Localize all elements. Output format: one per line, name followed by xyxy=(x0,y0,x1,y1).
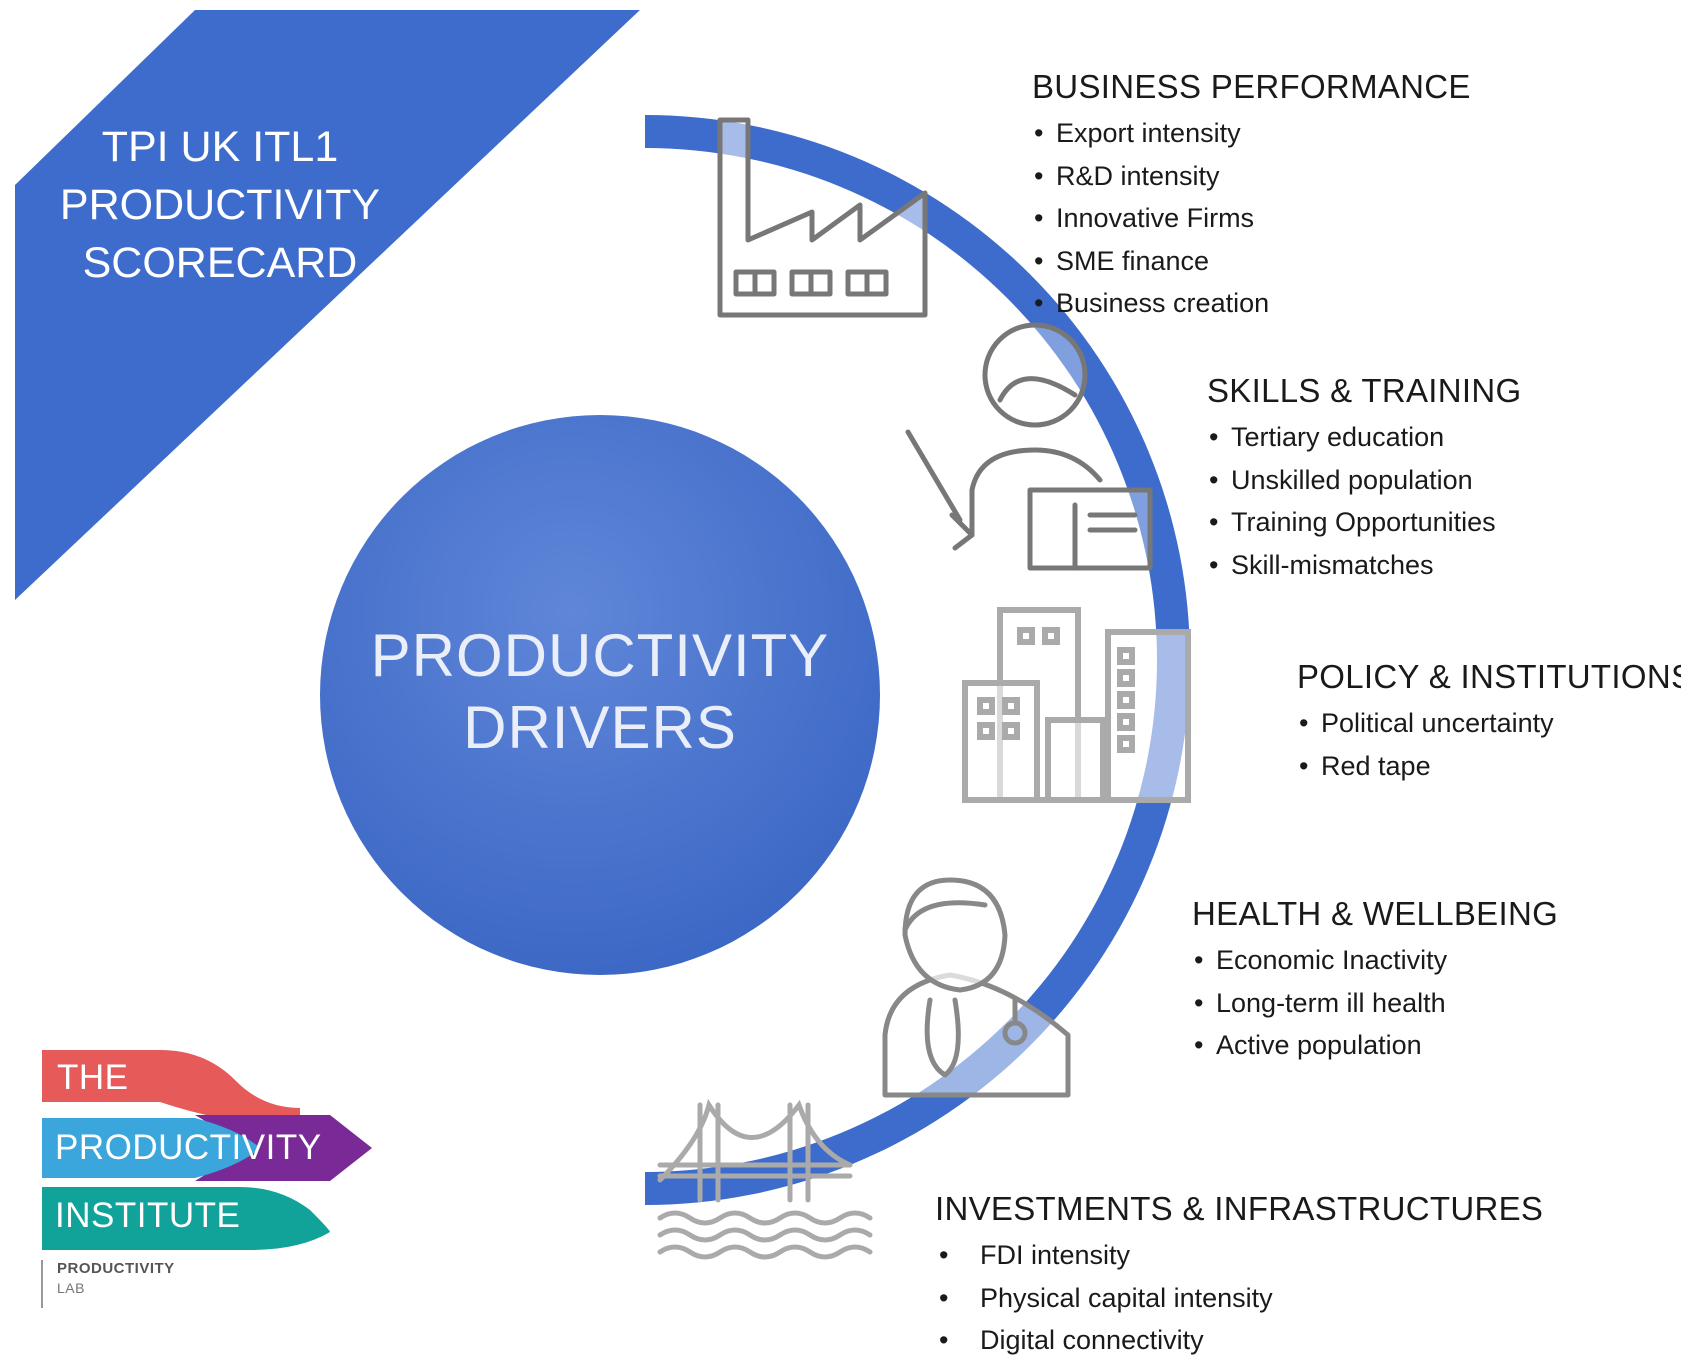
list-item: FDI intensity xyxy=(935,1234,1543,1277)
list-item: Export intensity xyxy=(1032,112,1471,155)
group-title: HEALTH & WELLBEING xyxy=(1192,895,1559,932)
bridge-icon xyxy=(657,1098,873,1260)
list-item: Business creation xyxy=(1032,282,1471,325)
center-circle xyxy=(320,415,880,975)
list-item: Skill-mismatches xyxy=(1207,544,1521,587)
logo-text-the: THE xyxy=(57,1058,129,1097)
group-policy-institutions: POLICY & INSTITUTIONS Political uncertai… xyxy=(1297,658,1681,787)
list-item: Digital connectivity xyxy=(935,1319,1543,1362)
list-item: Active population xyxy=(1192,1024,1558,1067)
teacher-icon xyxy=(905,322,1153,571)
list-item: Innovative Firms xyxy=(1032,197,1471,240)
logo-sub-productivity: PRODUCTIVITY xyxy=(57,1260,175,1277)
list-item: Red tape xyxy=(1297,745,1681,788)
logo-text-institute: INSTITUTE xyxy=(55,1196,241,1235)
factory-icon xyxy=(717,117,928,318)
list-item: SME finance xyxy=(1032,240,1471,283)
center-label: PRODUCTIVITY DRIVERS xyxy=(320,620,880,764)
logo-sub-lab: LAB xyxy=(57,1280,85,1296)
list-item: R&D intensity xyxy=(1032,155,1471,198)
logo-ribbon-teal xyxy=(42,1187,330,1250)
logo-ribbon-blue xyxy=(42,1118,260,1178)
scorecard-title: TPI UK ITL1 PRODUCTIVITY SCORECARD xyxy=(30,118,410,292)
center-label-line1: PRODUCTIVITY xyxy=(370,622,830,689)
list-item: Tertiary education xyxy=(1207,416,1521,459)
scorecard-title-line1: TPI UK ITL1 xyxy=(101,123,339,171)
buildings-icon xyxy=(962,607,1191,803)
list-item: Training Opportunities xyxy=(1207,501,1521,544)
center-label-line2: DRIVERS xyxy=(463,694,737,761)
logo-ribbon-purple xyxy=(195,1115,372,1181)
group-title: BUSINESS PERFORMANCE xyxy=(1032,68,1471,105)
corner-banner xyxy=(15,10,640,600)
group-business-performance: BUSINESS PERFORMANCE Export intensity R&… xyxy=(1032,68,1471,325)
doctor-icon xyxy=(882,877,1071,1098)
group-skills-training: SKILLS & TRAINING Tertiary education Uns… xyxy=(1207,372,1521,586)
scorecard-title-line3: SCORECARD xyxy=(82,239,358,287)
logo-text-productivity: PRODUCTIVITY xyxy=(55,1128,322,1167)
group-title: INVESTMENTS & INFRASTRUCTURES xyxy=(935,1190,1544,1227)
logo-ribbon-red xyxy=(42,1050,300,1118)
list-item: Political uncertainty xyxy=(1297,702,1681,745)
list-item: Economic Inactivity xyxy=(1192,939,1558,982)
list-item: Long-term ill health xyxy=(1192,982,1558,1025)
group-title: POLICY & INSTITUTIONS xyxy=(1297,658,1681,695)
logo-mark xyxy=(41,1050,372,1308)
group-health-wellbeing: HEALTH & WELLBEING Economic Inactivity L… xyxy=(1192,895,1558,1067)
scorecard-title-line2: PRODUCTIVITY xyxy=(59,181,381,229)
list-item: Unskilled population xyxy=(1207,459,1521,502)
group-title: SKILLS & TRAINING xyxy=(1207,372,1522,409)
group-investments-infrastructures: INVESTMENTS & INFRASTRUCTURES FDI intens… xyxy=(935,1190,1543,1362)
list-item: Physical capital intensity xyxy=(935,1277,1543,1320)
